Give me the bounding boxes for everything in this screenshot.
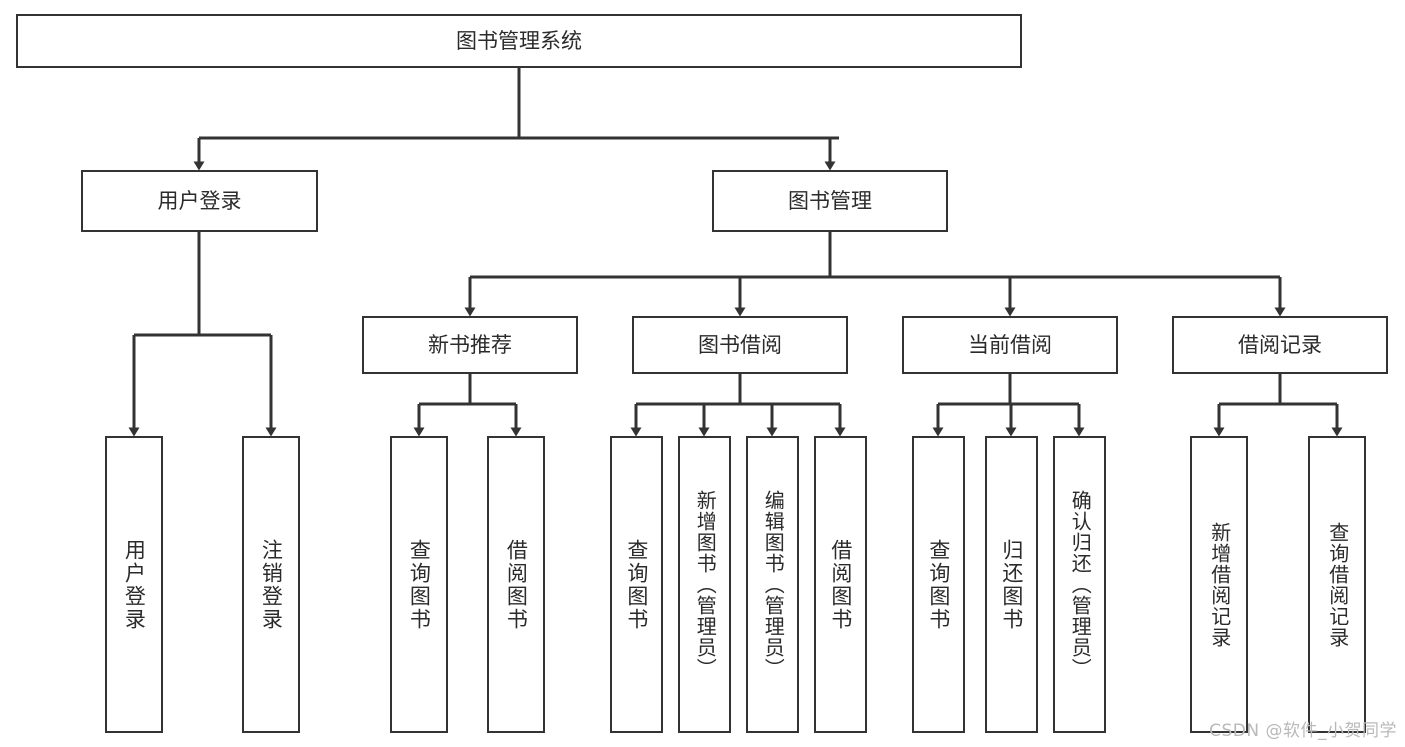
edges-book-borrow	[630, 374, 846, 437]
node-book-borrow[interactable]: 图书借阅	[632, 316, 848, 374]
leaf-edit-book-label: 编辑图书（管理员）	[761, 490, 786, 679]
leaf-add-book[interactable]: 新增图书（管理员）	[678, 436, 731, 733]
node-user-login-label: 用户登录	[157, 188, 242, 213]
leaf-borrow-book-1-label: 借阅图书	[504, 538, 529, 631]
leaf-user-logout-label: 注销登录	[259, 538, 284, 631]
leaf-return-book[interactable]: 归还图书	[985, 436, 1038, 733]
leaf-query-book-1-label: 查询图书	[407, 538, 432, 631]
leaf-return-book-label: 归还图书	[999, 538, 1024, 631]
node-borrow-record[interactable]: 借阅记录	[1172, 316, 1388, 374]
leaf-query-borrow-record[interactable]: 查询借阅记录	[1308, 436, 1366, 733]
edges-book-manage	[464, 232, 1286, 317]
leaf-borrow-book-1[interactable]: 借阅图书	[487, 436, 545, 733]
leaf-query-borrow-record-label: 查询借阅记录	[1325, 521, 1350, 648]
leaf-edit-book[interactable]: 编辑图书（管理员）	[746, 436, 799, 733]
edges-new-book-rec	[413, 374, 522, 437]
leaf-borrow-book-2-label: 借阅图书	[828, 538, 853, 631]
node-book-manage[interactable]: 图书管理	[712, 170, 948, 232]
node-root-label: 图书管理系统	[456, 28, 582, 53]
node-new-book-recommend-label: 新书推荐	[428, 332, 512, 357]
node-book-manage-label: 图书管理	[788, 188, 872, 213]
node-root[interactable]: 图书管理系统	[16, 14, 1022, 68]
leaf-borrow-book-2[interactable]: 借阅图书	[814, 436, 867, 733]
node-book-borrow-label: 图书借阅	[698, 332, 782, 357]
leaf-query-book-2[interactable]: 查询图书	[610, 436, 663, 733]
watermark: CSDN @软件_小贺同学	[1209, 721, 1397, 741]
node-borrow-record-label: 借阅记录	[1238, 332, 1322, 357]
node-user-login[interactable]: 用户登录	[81, 170, 318, 232]
leaf-confirm-return[interactable]: 确认归还（管理员）	[1053, 436, 1106, 733]
leaf-query-book-1[interactable]: 查询图书	[390, 436, 448, 733]
leaf-add-borrow-record-label: 新增借阅记录	[1207, 521, 1232, 648]
edges-user-login	[128, 232, 277, 437]
node-new-book-recommend[interactable]: 新书推荐	[362, 316, 578, 374]
node-current-borrow[interactable]: 当前借阅	[902, 316, 1118, 374]
edges-root	[193, 68, 839, 171]
node-current-borrow-label: 当前借阅	[968, 332, 1052, 357]
leaf-add-book-label: 新增图书（管理员）	[693, 490, 718, 679]
leaf-add-borrow-record[interactable]: 新增借阅记录	[1190, 436, 1248, 733]
leaf-query-book-2-label: 查询图书	[624, 538, 649, 631]
edges-borrow-record	[1213, 374, 1343, 437]
leaf-confirm-return-label: 确认归还（管理员）	[1068, 490, 1093, 679]
leaf-query-book-3-label: 查询图书	[926, 538, 951, 631]
leaf-user-login[interactable]: 用户登录	[105, 436, 163, 733]
leaf-user-logout[interactable]: 注销登录	[242, 436, 300, 733]
leaf-query-book-3[interactable]: 查询图书	[912, 436, 965, 733]
edges-current-borrow	[932, 374, 1085, 437]
leaf-user-login-label: 用户登录	[122, 538, 147, 631]
